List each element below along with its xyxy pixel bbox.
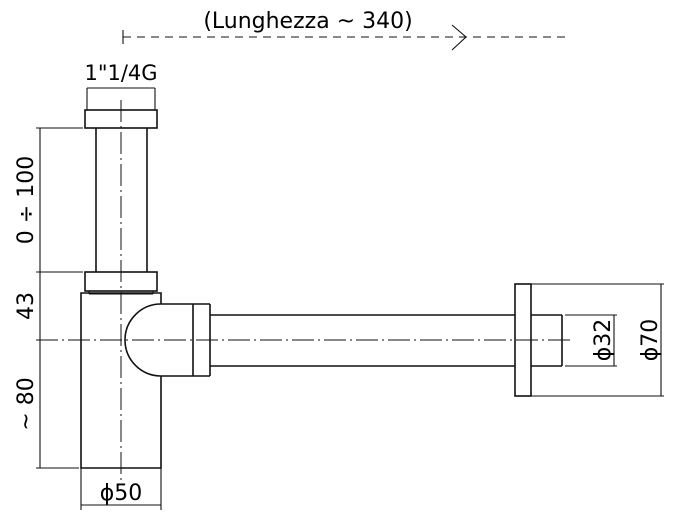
flange-diameter-dimension: ϕ70	[531, 283, 664, 397]
flange-diameter-label: ϕ70	[638, 319, 663, 362]
body-diameter-dimension: ϕ50	[80, 468, 162, 510]
pipe-diameter-dimension: ϕ32	[565, 314, 617, 367]
offset-label: 43	[14, 292, 39, 320]
extension-label: 0 ÷ 100	[14, 156, 39, 244]
horizontal-pipe	[210, 314, 515, 367]
length-dimension: (Lunghezza ~ 340)	[122, 9, 565, 51]
thread-dimension: 1"1/4G	[84, 61, 158, 110]
trap-body	[80, 292, 162, 469]
thread-label: 1"1/4G	[84, 61, 157, 85]
body-diameter-label: ϕ50	[100, 481, 143, 506]
vertical-dimensions: 0 ÷ 100 43 ~ 80	[14, 127, 83, 469]
length-label: (Lunghezza ~ 340)	[203, 9, 412, 34]
body-height-label: ~ 80	[14, 377, 39, 430]
pipe-diameter-label: ϕ32	[591, 319, 616, 362]
elbow-outlet	[124, 303, 211, 377]
